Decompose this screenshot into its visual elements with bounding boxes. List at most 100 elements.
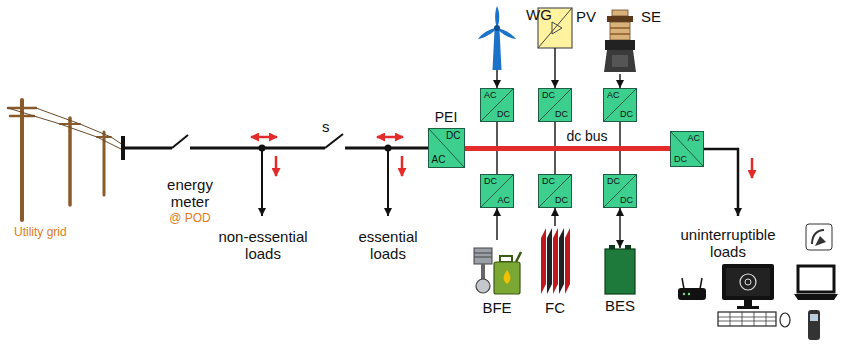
load-device-icon xyxy=(766,312,767,326)
connector xyxy=(619,74,620,88)
utility-pole xyxy=(68,118,72,205)
utility-pole xyxy=(8,100,123,220)
utility-pole xyxy=(36,108,123,145)
power-flow-arrow xyxy=(275,156,278,176)
converter-diagonal xyxy=(539,175,571,207)
fuel-cell-icon xyxy=(541,228,570,294)
biofuel-engine-icon xyxy=(474,248,492,264)
node-label: WG xyxy=(526,6,552,23)
converter-diagonal xyxy=(604,89,636,121)
node-label: BFE xyxy=(482,299,511,316)
connector xyxy=(554,151,555,174)
connector xyxy=(496,70,497,88)
biofuel-engine-icon xyxy=(474,248,521,294)
load-device-icon xyxy=(815,236,826,246)
battery-icon xyxy=(625,245,631,249)
annotation-label: energy meter xyxy=(155,176,225,211)
load-device-icon xyxy=(742,312,743,326)
connector xyxy=(554,48,555,88)
load-device-icon xyxy=(798,266,834,292)
port-label: AC xyxy=(432,155,446,165)
stirling-engine-icon xyxy=(610,22,630,40)
source-icon: WG xyxy=(472,6,522,70)
node-label: FC xyxy=(545,299,565,316)
annotation-label: non-essential loads xyxy=(207,228,319,263)
power-flow-arrow xyxy=(377,136,403,139)
load-device-icon xyxy=(740,274,756,290)
node-label: dc bus xyxy=(566,128,607,144)
biofuel-engine-icon xyxy=(500,256,512,262)
connector xyxy=(619,208,620,248)
load-device-icon xyxy=(737,306,759,309)
load-device-icon xyxy=(726,268,770,296)
load-device-icon xyxy=(718,312,776,326)
stirling-engine-icon xyxy=(612,10,628,16)
converter-box: DCDC xyxy=(538,174,572,208)
node-label: BES xyxy=(605,297,635,314)
node-label: PEI xyxy=(435,109,458,125)
dc-bus: dc bus xyxy=(472,146,662,151)
ac-line xyxy=(123,147,172,150)
converter-box: DCDC xyxy=(603,174,637,208)
connector xyxy=(496,208,497,240)
load-device-icon xyxy=(700,278,702,289)
annotation-label: uninterruptible loads xyxy=(670,226,786,261)
pv-panel-icon xyxy=(552,22,562,34)
connector xyxy=(496,151,497,174)
ac-line xyxy=(261,148,263,216)
load-device-icon xyxy=(806,224,832,250)
converter-diagonal xyxy=(429,129,464,167)
load-device-icon xyxy=(688,293,690,295)
ac-line xyxy=(387,148,389,216)
source-icon: FC xyxy=(540,226,570,296)
converter-box: DCDC xyxy=(538,88,572,122)
converter-box: ACDC xyxy=(480,88,514,122)
ac-line xyxy=(325,134,343,148)
stirling-engine-icon xyxy=(610,33,630,35)
wind-turbine-icon xyxy=(493,30,502,70)
load-device-icon xyxy=(718,321,776,322)
port-label: DC xyxy=(674,155,687,164)
annotation-label: s xyxy=(322,118,336,135)
annotation-label: Utility grid xyxy=(14,226,94,240)
converter-box: AC DC xyxy=(670,131,704,167)
biofuel-engine-icon xyxy=(516,252,521,262)
connector xyxy=(619,151,620,174)
source-icon: SE xyxy=(603,8,637,74)
converter-diagonal xyxy=(481,89,513,121)
connector xyxy=(496,122,497,146)
connector xyxy=(619,122,620,146)
load-device-icon xyxy=(730,312,731,326)
dc-bus-link xyxy=(465,146,473,151)
load-device-icon xyxy=(754,312,755,326)
fuel-cell-icon xyxy=(559,228,564,294)
battery-icon xyxy=(609,245,615,249)
load-device-icon xyxy=(683,293,685,295)
battery-icon xyxy=(605,245,635,294)
port-label: AC xyxy=(687,134,700,143)
load-device-icon xyxy=(744,300,752,306)
port-label: AC xyxy=(607,91,620,100)
converter-box: DCAC xyxy=(480,174,514,208)
node-label: PV xyxy=(576,8,596,25)
source-icon: PV xyxy=(538,8,572,48)
port-label: DC xyxy=(620,110,633,119)
stirling-engine-icon xyxy=(605,40,635,50)
load-device-icon xyxy=(745,279,751,285)
stirling-engine-icon xyxy=(612,55,628,67)
port-label: AC xyxy=(484,91,497,100)
load-device-icon xyxy=(794,294,838,300)
port-label: DC xyxy=(542,91,555,100)
biofuel-engine-icon xyxy=(474,257,492,258)
utility-pole xyxy=(20,100,24,220)
annotation-label: essential loads xyxy=(348,228,428,263)
port-label: DC xyxy=(555,196,568,205)
port-label: DC xyxy=(607,177,620,186)
converter-diagonal xyxy=(539,89,571,121)
converter-box: PEIDCAC xyxy=(428,128,465,168)
biofuel-engine-icon xyxy=(476,279,490,293)
biofuel-engine-icon xyxy=(504,270,511,284)
connector xyxy=(554,122,555,146)
port-label: DC xyxy=(484,177,497,186)
